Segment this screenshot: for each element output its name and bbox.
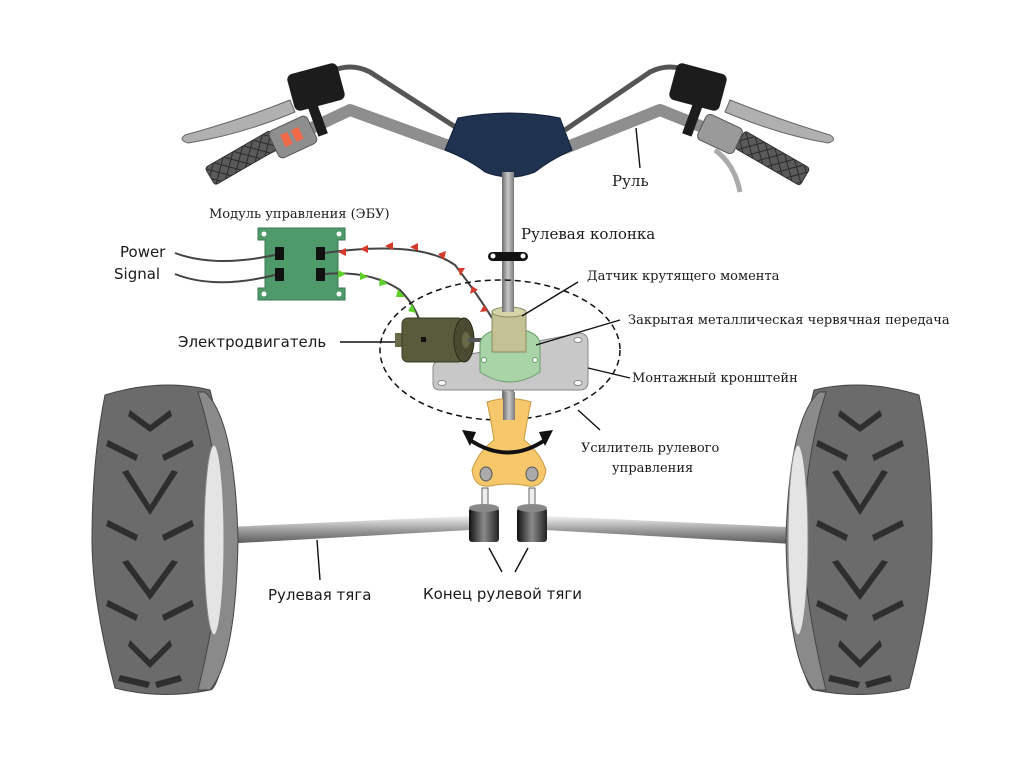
leader-worm-gear — [535, 319, 621, 346]
sensor-wire — [324, 247, 493, 319]
signal-wire — [174, 273, 276, 284]
ecu-port-signal — [275, 268, 284, 281]
label-power: Power — [120, 243, 166, 261]
label-signal: Signal — [114, 265, 160, 283]
ball-joint-pin-left — [481, 487, 489, 507]
throttle-housing-right — [697, 114, 743, 154]
leader-tie-rod-end-left — [488, 547, 503, 573]
tread-pattern — [106, 410, 194, 688]
switch-button-1 — [280, 131, 293, 148]
electric-motor — [395, 317, 484, 363]
lever-clamp-left-strap — [306, 99, 328, 137]
label-steering-column: Рулевая колонка — [521, 225, 655, 243]
tie-rod-left — [205, 516, 470, 545]
label-tie-rod: Рулевая тяга — [268, 586, 371, 604]
leader-power-steering — [577, 409, 601, 431]
label-power-steering-2: управления — [612, 461, 693, 476]
leader-mounting-bracket — [587, 367, 631, 379]
tie-rod-right — [545, 516, 810, 545]
label-electric-motor: Электродвигатель — [178, 333, 326, 351]
label-mounting-bracket: Монтажный кронштейн — [632, 371, 798, 386]
label-worm-gear: Закрытая металлическая червячная передач… — [628, 313, 950, 328]
leader-tie-rod — [316, 539, 321, 581]
steering-shaft-lower — [503, 392, 515, 420]
power-wire — [174, 252, 276, 263]
label-torque-sensor: Датчик крутящего момента — [587, 269, 780, 284]
wheel-left — [91, 384, 239, 695]
label-power-steering-1: Усилитель рулевого — [581, 441, 719, 456]
grip-right — [735, 131, 810, 186]
handlebar — [181, 63, 834, 193]
lever-clamp-right — [669, 63, 727, 111]
label-tie-rod-end: Конец рулевой тяги — [423, 585, 582, 603]
sensor-signal-arrows — [338, 242, 488, 312]
ball-joint-pin-right — [528, 487, 536, 507]
switch-housing-left — [268, 115, 318, 159]
ecu-port-in — [316, 247, 325, 260]
leader-handlebar — [635, 127, 641, 169]
ecu-port-power — [275, 247, 284, 260]
ecu-module — [257, 227, 346, 301]
tread-pattern — [816, 410, 904, 688]
brake-lever-right — [724, 99, 834, 144]
label-ecu: Модуль управления (ЭБУ) — [209, 207, 390, 222]
label-handlebar: Руль — [612, 172, 649, 190]
tie-rod-end-left — [469, 504, 499, 542]
handlebar-center-pad — [444, 112, 573, 178]
throttle-lever — [713, 148, 743, 193]
grip-left — [205, 130, 280, 185]
tie-rod-end-right — [517, 504, 547, 542]
lever-clamp-left — [287, 63, 345, 111]
switch-button-2 — [290, 126, 304, 143]
column-clamp — [488, 252, 528, 261]
wheel-right — [785, 384, 933, 695]
rotation-arrow-icon — [462, 430, 553, 455]
lever-clamp-right-strap — [682, 99, 704, 137]
brake-lever-left — [181, 99, 296, 144]
leader-torque-sensor — [521, 281, 579, 317]
ecu-port-out — [316, 268, 325, 281]
leader-tie-rod-end-right — [514, 547, 529, 573]
torque-sensor — [491, 296, 527, 353]
